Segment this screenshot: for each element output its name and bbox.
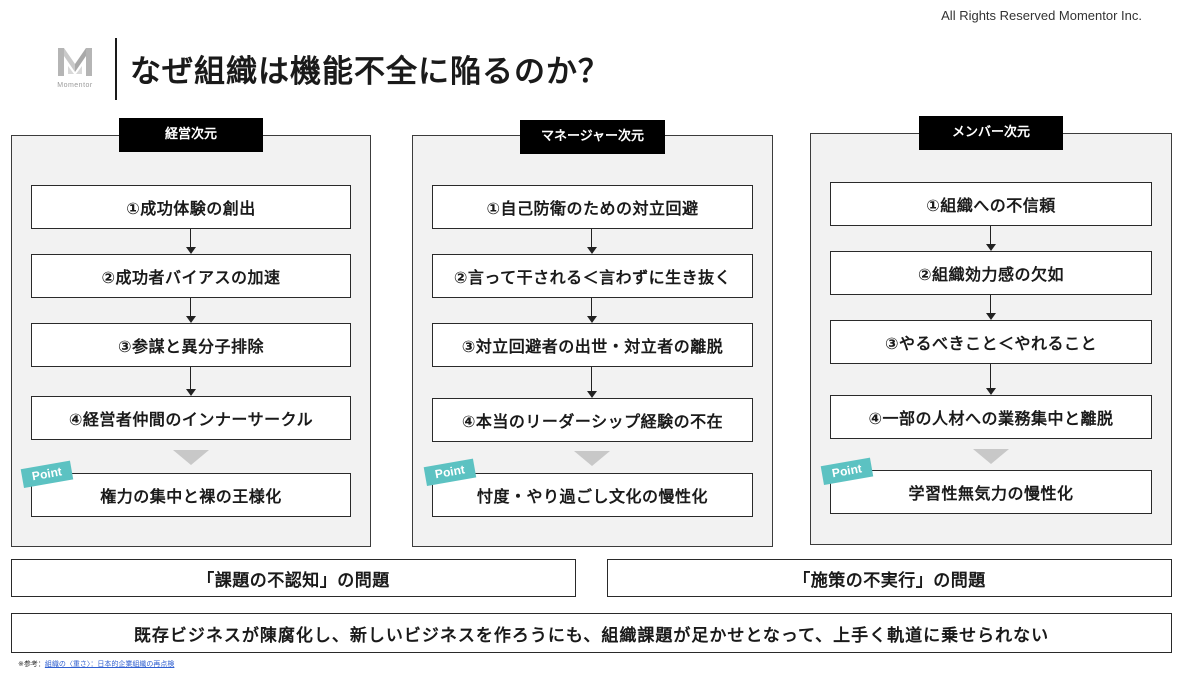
- chevron-down-icon: [574, 451, 610, 466]
- step-member-2: ②組織効力感の欠如: [830, 251, 1152, 295]
- copyright-text: All Rights Reserved Momentor Inc.: [941, 8, 1142, 23]
- point-result-manager: 忖度・やり過ごし文化の慢性化: [432, 473, 753, 517]
- arrow-down-icon: [186, 367, 196, 396]
- step-member-4: ④一部の人材への業務集中と離脱: [830, 395, 1152, 439]
- arrow-down-icon: [186, 229, 196, 254]
- footnote-prefix: ※参考：: [18, 660, 45, 668]
- step-member-1: ①組織への不信頼: [830, 182, 1152, 226]
- footnote: ※参考：組織の〈重さ〉：日本的企業組織の再点検: [18, 659, 174, 669]
- point-result-member: 学習性無気力の慢性化: [830, 470, 1152, 514]
- arrow-down-icon: [986, 295, 996, 320]
- step-management-3: ③参謀と異分子排除: [31, 323, 351, 367]
- step-manager-4: ④本当のリーダーシップ経験の不在: [432, 398, 753, 442]
- step-manager-2: ②言って干される＜言わずに生き抜く: [432, 254, 753, 298]
- arrow-down-icon: [986, 364, 996, 395]
- momentor-logo-icon: [58, 48, 92, 76]
- arrow-down-icon: [587, 229, 597, 254]
- step-management-1: ①成功体験の創出: [31, 185, 351, 229]
- arrow-down-icon: [986, 226, 996, 251]
- page-title: なぜ組織は機能不全に陥るのか？: [130, 54, 610, 90]
- step-member-3: ③やるべきこと＜やれること: [830, 320, 1152, 364]
- title-divider: [115, 38, 117, 100]
- arrow-down-icon: [587, 367, 597, 398]
- logo-wordmark: Momentor: [57, 82, 93, 89]
- panel-header-manager: マネージャー次元: [520, 120, 665, 154]
- step-management-2: ②成功者バイアスの加速: [31, 254, 351, 298]
- panel-header-management: 経営次元: [119, 118, 263, 152]
- arrow-down-icon: [186, 298, 196, 323]
- point-result-management: 権力の集中と裸の王様化: [31, 473, 351, 517]
- arrow-down-icon: [587, 298, 597, 323]
- problem-unrecognized: 「課題の不認知」の問題: [11, 559, 576, 597]
- conclusion-statement: 既存ビジネスが陳腐化し、新しいビジネスを作ろうにも、組織課題が足かせとなって、上…: [11, 613, 1172, 653]
- step-manager-3: ③対立回避者の出世・対立者の離脱: [432, 323, 753, 367]
- momentor-logo: Momentor: [52, 44, 98, 94]
- step-management-4: ④経営者仲間のインナーサークル: [31, 396, 351, 440]
- chevron-down-icon: [973, 449, 1009, 464]
- problem-unexecuted: 「施策の不実行」の問題: [607, 559, 1172, 597]
- footnote-reference-link[interactable]: 組織の〈重さ〉：日本的企業組織の再点検: [44, 660, 175, 668]
- panel-header-member: メンバー次元: [919, 116, 1063, 150]
- step-manager-1: ①自己防衛のための対立回避: [432, 185, 753, 229]
- chevron-down-icon: [173, 450, 209, 465]
